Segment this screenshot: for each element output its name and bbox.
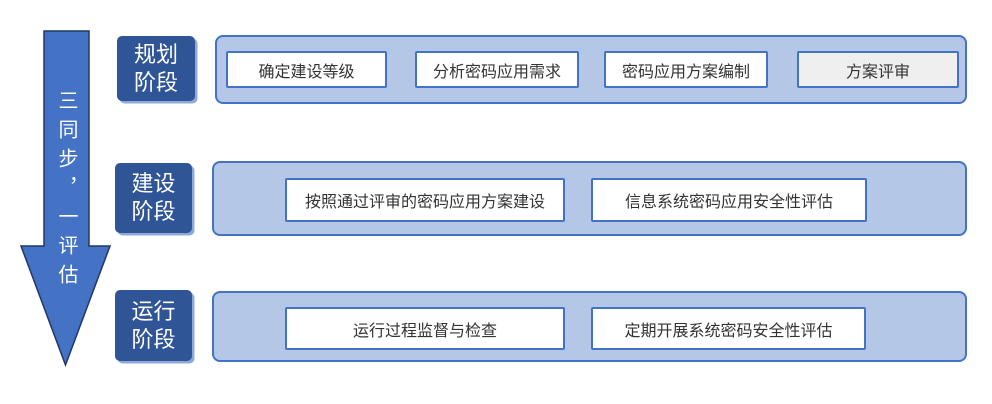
- stage-label-text: 规划阶段: [133, 41, 178, 95]
- stage-label-text: 建设阶段: [131, 171, 176, 224]
- stage-label-construction: 建设阶段: [115, 163, 192, 233]
- step-box-plan-review: 方案评审: [797, 51, 959, 88]
- stage-label-operation: 运行阶段: [115, 290, 192, 361]
- step-box: 按照通过评审的密码应用方案建设: [285, 178, 565, 222]
- arrow-vertical-label: 三同步，一评估: [55, 89, 77, 293]
- step-box: 运行过程监督与检查: [285, 307, 565, 350]
- stage-row-operation: 运行过程监督与检查 定期开展系统密码安全性评估: [212, 291, 967, 362]
- step-box: 分析密码应用需求: [415, 51, 579, 88]
- stage-label-planning: 规划阶段: [117, 36, 195, 101]
- step-box: 确定建设等级: [226, 51, 387, 88]
- stage-label-text: 运行阶段: [131, 298, 176, 352]
- down-arrow-shape: [19, 30, 112, 368]
- stage-row-construction: 按照通过评审的密码应用方案建设 信息系统密码应用安全性评估: [212, 161, 967, 236]
- step-box: 信息系统密码应用安全性评估: [591, 178, 867, 222]
- step-box: 定期开展系统密码安全性评估: [591, 307, 866, 350]
- stage-row-planning: 确定建设等级 分析密码应用需求 密码应用方案编制 方案评审: [215, 35, 967, 104]
- step-box: 密码应用方案编制: [604, 51, 768, 88]
